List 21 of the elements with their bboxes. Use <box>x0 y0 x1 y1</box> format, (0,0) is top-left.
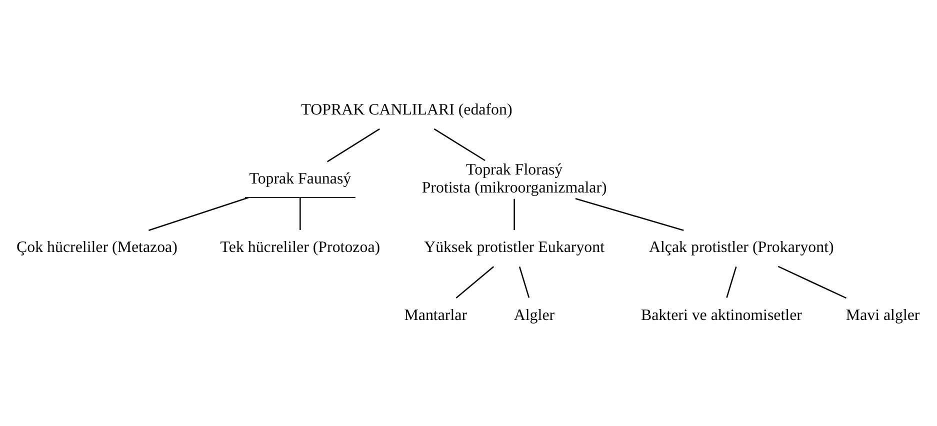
connector <box>456 266 494 298</box>
node-text: Çok hücreliler (Metazoa) <box>16 238 178 256</box>
node-text: Algler <box>514 306 555 324</box>
node-text: Toprak Florasý Protista (mikroorganizmalar) <box>422 160 607 196</box>
node-text: Alçak protistler (Prokaryont) <box>648 238 834 256</box>
node-text: Mavi algler <box>846 306 920 324</box>
connector <box>148 196 249 230</box>
connector <box>300 197 301 230</box>
node-text: Toprak Faunasý <box>249 170 352 187</box>
connector <box>575 197 684 231</box>
node-text: Tek hücreliler (Protozoa) <box>220 238 380 256</box>
connector <box>434 128 486 161</box>
connector <box>514 198 515 230</box>
node-text: Bakteri ve aktinomisetler <box>641 306 802 324</box>
connector <box>778 265 846 298</box>
node-text: TOPRAK CANLILARI (edafon) <box>301 101 512 118</box>
connector <box>326 128 380 162</box>
connector <box>726 266 737 298</box>
connector <box>518 266 530 298</box>
node-text: Mantarlar <box>404 306 468 324</box>
node-text: Yüksek protistler Eukaryont <box>424 238 605 256</box>
